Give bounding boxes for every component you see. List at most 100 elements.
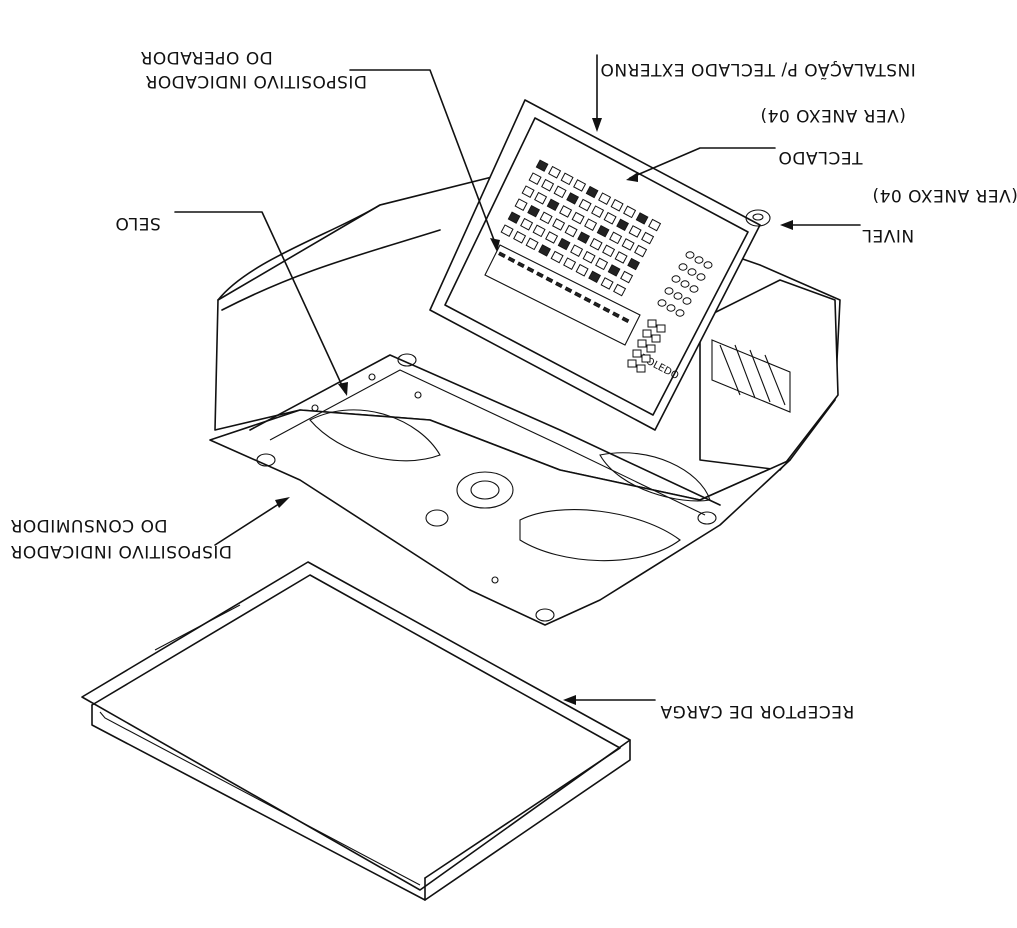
numpad-key [675,309,685,317]
numpad-key [696,273,706,281]
numpad-key [694,256,704,264]
keyboard-key [559,205,573,218]
keyboard-key [634,244,648,258]
display-segment [612,311,620,319]
keyboard-key [610,198,624,212]
keyboard-key [571,211,585,225]
numpad-key [666,304,676,312]
keyboard-key [613,283,627,297]
keyboard-key [641,231,655,245]
operator-display-window [484,244,641,346]
keyboard-key [609,231,623,245]
display-segment [555,281,563,289]
keyboard-key [621,238,635,251]
numpad-key [664,287,674,295]
keyboard-key [514,198,528,211]
keyboard-key [627,257,640,271]
numpad-key [703,261,713,269]
label-nivel: NIVEL [862,225,914,245]
keyboard-key [527,205,540,218]
display-segment [574,291,582,299]
numpad-key [687,268,697,276]
label-dispositivo-consumidor: DISPOSITIVO INDICADOR [10,541,232,561]
keyboard-key [513,230,527,244]
keyboard-key [500,224,514,237]
display-segment [536,271,544,279]
keyboard-key [570,244,584,257]
keyboard-key [550,250,564,264]
label-teclado: TECLADO [778,147,863,167]
keyboard-key [538,244,551,257]
keyboard-key [560,172,574,186]
keyboard-key [620,270,634,284]
label-nivel-ref: (VER ANEXO 04) [872,185,1017,205]
keyboard-key [578,198,592,212]
keyboard-key [628,225,642,238]
display-segment [517,261,525,269]
keyboard-key [577,231,590,244]
function-key [646,344,656,353]
function-key [641,354,651,363]
keyboard-key [541,178,555,192]
display-segment [583,296,592,304]
keyboard-key [596,225,610,238]
keyboard-key [528,172,542,185]
keyboard-key [552,218,566,231]
keyboard-key [539,211,553,225]
display-segment [498,251,506,259]
numpad-key [678,263,688,271]
keyboard-key [535,159,549,172]
operator-panel: TOLEDO [429,99,771,431]
keyboard-key [573,179,587,192]
label-do-operador: DO OPERADOR [140,47,273,67]
function-key [632,349,642,358]
callout-labels: DO OPERADOR DISPOSITIVO INDICADOR INSTAL… [10,47,1017,721]
keyboard-key [520,217,534,231]
label-dispositivo-operador: DISPOSITIVO INDICADOR [145,71,367,91]
keyboard-key [648,218,662,232]
display-segment [621,316,630,324]
function-key [637,339,647,348]
keyboard-key [585,185,599,199]
keyboard-key [545,231,559,244]
keyboard-key [591,205,605,218]
label-teclado-ref: (VER ANEXO 04) [760,105,906,125]
label-selo: SELO [115,213,161,233]
keyboard-key [546,198,560,212]
keyboard-key [575,263,589,277]
function-key [642,329,652,338]
keyboard-key [588,270,601,284]
function-key [647,319,657,328]
display-segment [507,256,516,264]
function-key [636,364,646,373]
function-key [651,334,661,343]
numpad-key [689,285,699,293]
keyboard-key [616,218,629,232]
keyboard-key [635,212,649,225]
level-bubble-icon [745,209,771,227]
keyboard-key [602,244,616,258]
label-do-consumidor: DO CONSUMIDOR [10,515,168,535]
display-segment [545,276,554,284]
display-segment [526,266,535,274]
label-instalacao: INSTALAÇÃO P/ TECLADO EXTERNO [600,59,916,81]
keyboard-key [584,218,598,231]
keyboard-key [623,205,637,219]
keyboard-key [598,192,612,205]
numpad-key [685,251,695,259]
load-receiver-tray [81,561,631,901]
keyboard-key [507,211,521,224]
display-segment [602,306,611,314]
keyboard-key [614,251,628,264]
numeric-keypad [627,251,713,373]
keyboard-key [589,237,603,251]
keyboard-key [548,165,562,179]
keyboard-key [603,211,617,225]
keyboard-key [566,192,579,205]
keyboard-keys [500,159,662,297]
function-key [627,359,637,368]
keyboard-key [521,185,535,198]
keyboard-key [595,257,609,271]
keyboard-key [582,250,596,264]
